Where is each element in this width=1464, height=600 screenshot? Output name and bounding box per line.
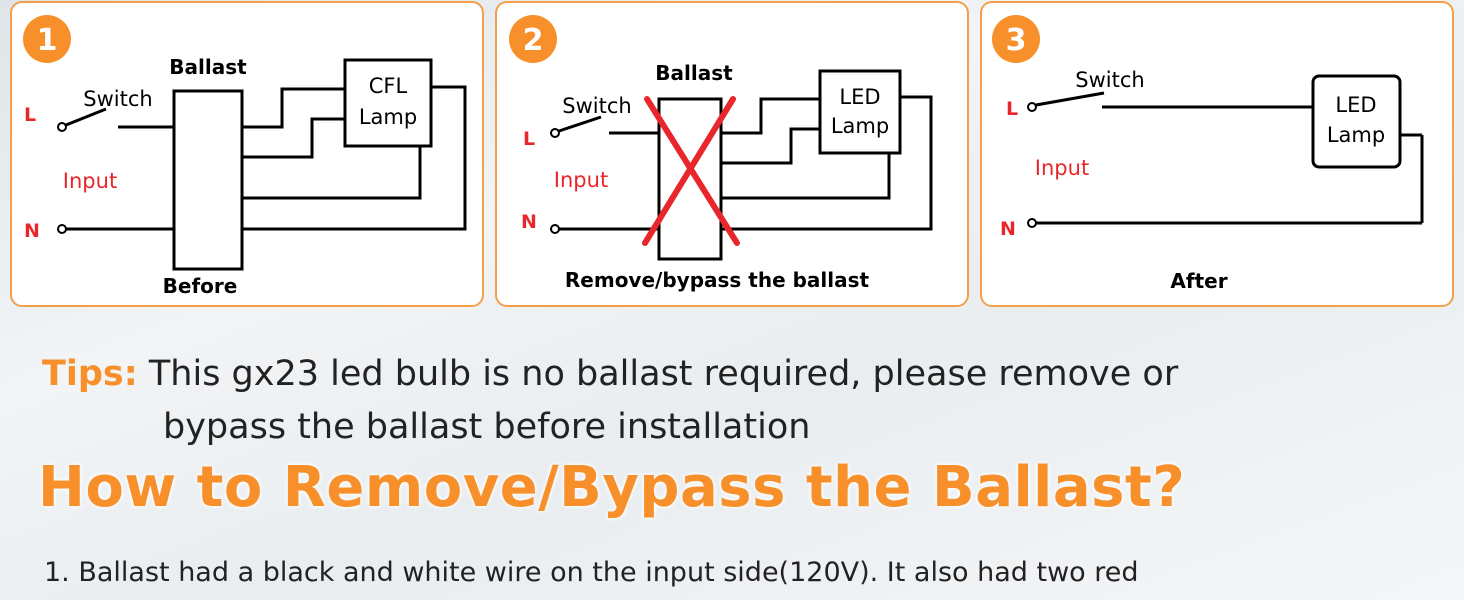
wiring-diagram-after: 3 Switch L Input N LED Lamp After [992,15,1424,293]
line-terminal-label: L [1006,98,1018,120]
line-terminal-label: L [24,104,36,126]
diagram-panel-before: 1 Ballast Switch L Input N CFL Lamp Befo… [10,1,484,307]
neutral-terminal-label: N [521,211,537,233]
headline: How to Remove/Bypass the Ballast? [38,455,1186,520]
switch-label: Switch [562,94,631,118]
step-number-badge [23,15,71,63]
input-label: Input [63,169,117,193]
panel-caption: After [1170,269,1227,293]
instruction-step-1: 1. Ballast had a black and white wire on… [44,557,1139,588]
wiring-diagram-bypass: 2 Ballast Switch L Input N LED Lamp Remo… [509,15,933,292]
lamp-label-line2: Lamp [1327,123,1385,147]
tips-label: Tips: [42,354,138,394]
neutral-terminal-label: N [24,220,40,242]
diagram-panel-after: 3 Switch L Input N LED Lamp After [980,1,1454,307]
tips-text-1: This gx23 led bulb is no ballast require… [148,354,1179,394]
step-number: 1 [37,23,58,58]
step-number-badge [509,15,557,63]
tips-line-1: Tips: This gx23 led bulb is no ballast r… [42,348,1442,401]
wires [57,58,467,271]
step-number: 3 [1006,23,1027,58]
switch-label: Switch [1075,68,1144,92]
ballast-label: Ballast [655,61,733,85]
input-label: Input [1035,156,1089,180]
lamp-label-line1: LED [839,85,880,109]
lamp-label-line2: Lamp [359,105,417,129]
line-terminal-label: L [523,128,535,150]
lamp-label-line2: Lamp [831,114,889,138]
panel-caption: Before [163,274,238,298]
lamp-label-line1: CFL [369,74,408,98]
tips-block: Tips: This gx23 led bulb is no ballast r… [42,348,1442,454]
switch-label: Switch [83,87,152,111]
wiring-diagram-before: 1 Ballast Switch L Input N CFL Lamp Befo… [23,15,467,298]
tips-text-2: bypass the ballast before installation [163,407,811,447]
input-label: Input [554,168,608,192]
wires [550,69,933,261]
lamp-label-line1: LED [1335,93,1376,117]
remove-cross-mark [642,96,740,246]
step-number-badge [992,15,1040,63]
diagram-panel-bypass: 2 Ballast Switch L Input N LED Lamp Remo… [495,1,969,307]
ballast-label: Ballast [169,55,247,79]
panel-caption: Remove/bypass the ballast [565,268,870,292]
step-number: 2 [523,23,544,58]
wires [1027,74,1424,228]
neutral-terminal-label: N [1000,218,1016,240]
